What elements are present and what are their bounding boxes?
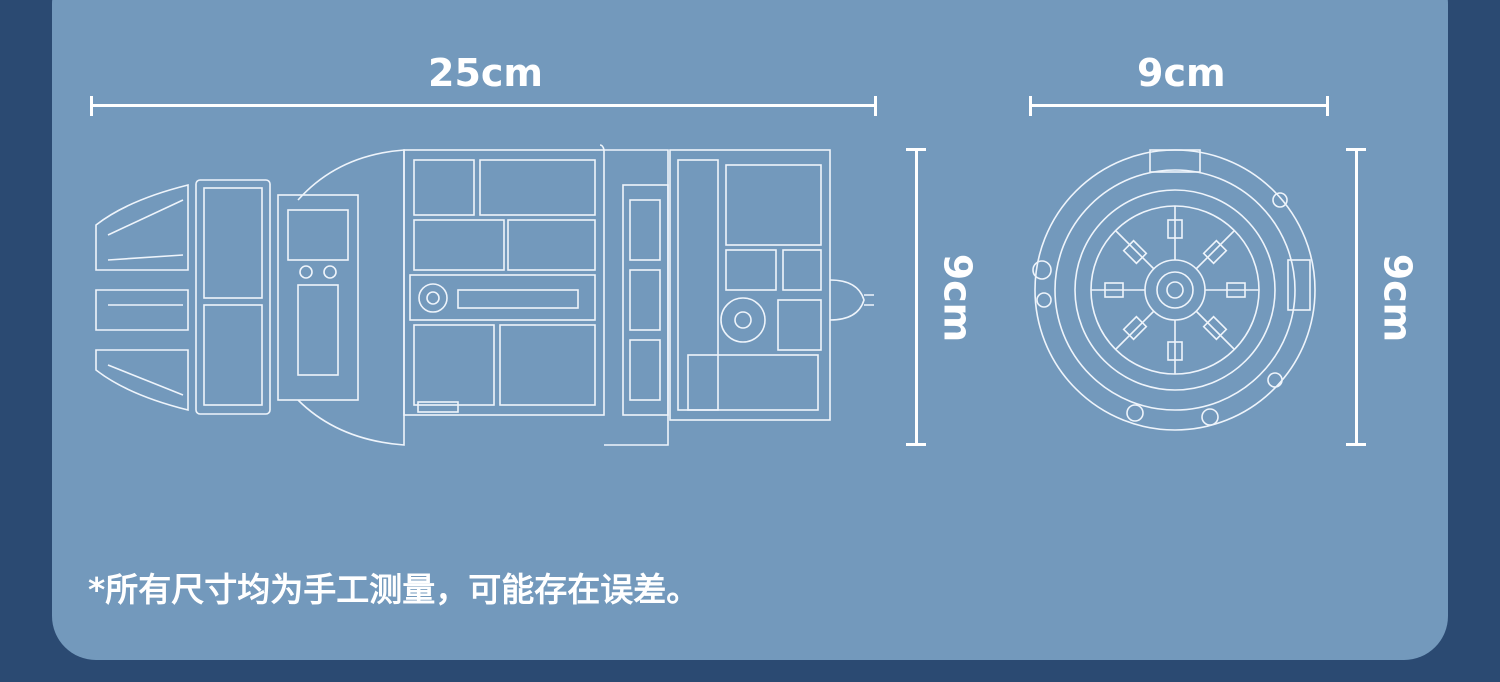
end-height-dimension-line (1355, 149, 1358, 445)
length-dimension-label: 25cm (428, 51, 544, 95)
side-height-dimension-line (915, 149, 918, 445)
length-dimension-line (91, 104, 877, 107)
end-width-dimension-line (1030, 104, 1328, 107)
side-height-dimension-label: 9cm (935, 253, 980, 343)
end-width-cap-left (1029, 96, 1032, 116)
end-width-cap-right (1326, 96, 1329, 116)
end-height-cap-bottom (1346, 443, 1366, 446)
spokes (1091, 206, 1259, 374)
end-height-dimension-label: 9cm (1375, 253, 1420, 343)
length-dimension-cap-left (90, 96, 93, 116)
measurement-note: *所有尺寸均为手工测量，可能存在误差。 (88, 570, 700, 609)
end-height-cap-top (1346, 148, 1366, 151)
end-view-drawing (1032, 149, 1316, 431)
end-width-dimension-label: 9cm (1137, 51, 1226, 95)
side-height-cap-top (906, 148, 926, 151)
side-view-drawing (95, 144, 874, 446)
side-height-cap-bottom (906, 443, 926, 446)
length-dimension-cap-right (874, 96, 877, 116)
